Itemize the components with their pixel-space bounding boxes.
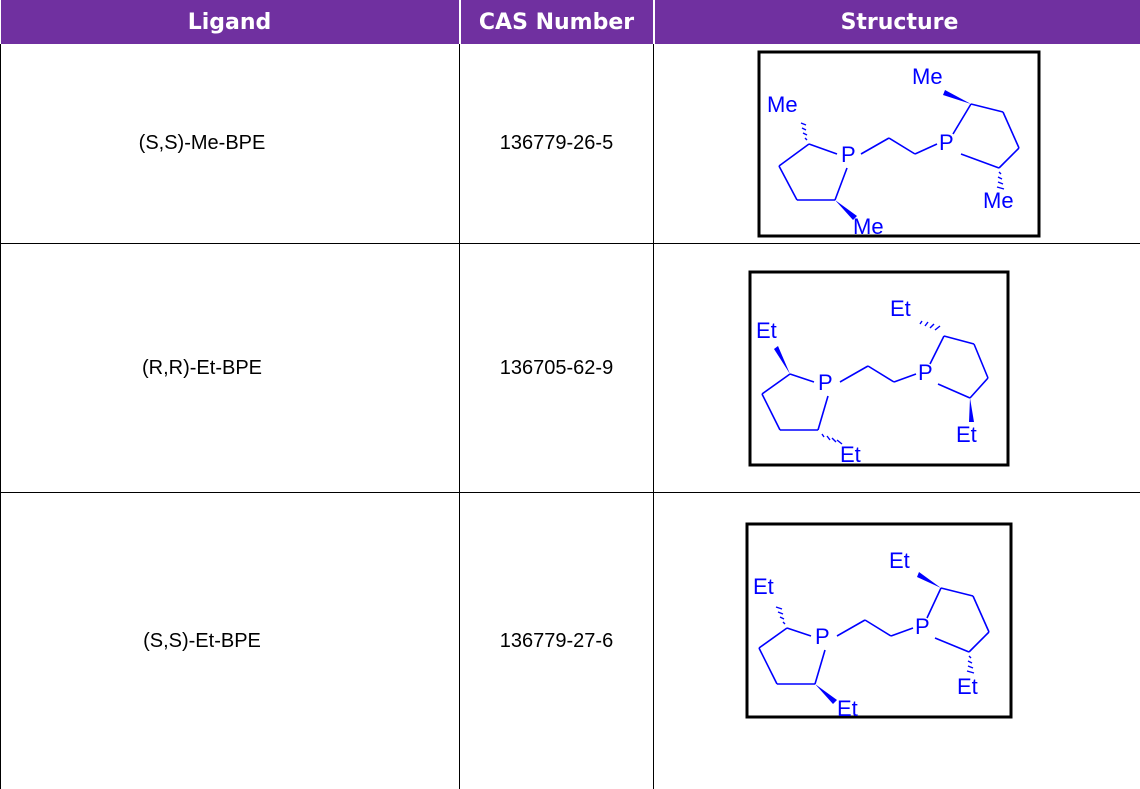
substituent-label: Me <box>853 214 884 238</box>
phosphorus-label: P <box>939 130 954 155</box>
cas-cell: 136705-62-9 <box>459 243 654 493</box>
structure-cell: Me Me Me Me P P <box>653 44 1140 244</box>
phosphorus-label: P <box>915 614 930 639</box>
table-row: (S,S)-Et-BPE 136779-27-6 <box>0 492 1140 789</box>
header-ligand: Ligand <box>0 0 461 44</box>
phosphorus-label: P <box>815 624 830 649</box>
cas-cell: 136779-27-6 <box>459 492 654 789</box>
phosphorus-label: P <box>918 360 933 385</box>
table-row: (R,R)-Et-BPE 136705-62-9 <box>0 243 1140 493</box>
substituent-label: Et <box>756 318 777 343</box>
ligand-cell: (S,S)-Et-BPE <box>0 492 460 789</box>
substituent-label: Et <box>753 574 774 599</box>
ligand-name: (R,R)-Et-BPE <box>142 356 262 379</box>
structure-diagram: Et Et Et Et P P <box>745 522 1013 719</box>
structure-cell: Et Et Et Et P P <box>653 492 1140 789</box>
phosphorus-label: P <box>818 370 833 395</box>
ligand-cell: (R,R)-Et-BPE <box>0 243 460 493</box>
cas-cell: 136779-26-5 <box>459 44 654 244</box>
substituent-label: Et <box>957 674 978 699</box>
phosphorus-label: P <box>841 142 856 167</box>
substituent-label: Et <box>840 442 861 467</box>
substituent-label: Me <box>912 64 943 89</box>
substituent-label: Et <box>837 696 858 719</box>
structure-diagram: Et Et Et Et P P <box>748 270 1010 467</box>
substituent-label: Me <box>983 188 1014 213</box>
ligand-cell: (S,S)-Me-BPE <box>0 44 460 244</box>
substituent-label: Et <box>889 548 910 573</box>
substituent-label: Et <box>956 422 977 447</box>
ligand-name: (S,S)-Et-BPE <box>143 629 261 652</box>
header-row: Ligand CAS Number Structure <box>0 0 1140 44</box>
structure-diagram: Me Me Me Me P P <box>757 50 1041 238</box>
substituent-label: Me <box>767 92 798 117</box>
table-row: (S,S)-Me-BPE 136779-26-5 <box>0 44 1140 244</box>
header-cas-number: CAS Number <box>459 0 655 44</box>
ligand-name: (S,S)-Me-BPE <box>138 132 266 154</box>
structure-cell: Et Et Et Et P P <box>653 243 1140 493</box>
substituent-label: Et <box>890 296 911 321</box>
header-structure: Structure <box>653 0 1140 44</box>
